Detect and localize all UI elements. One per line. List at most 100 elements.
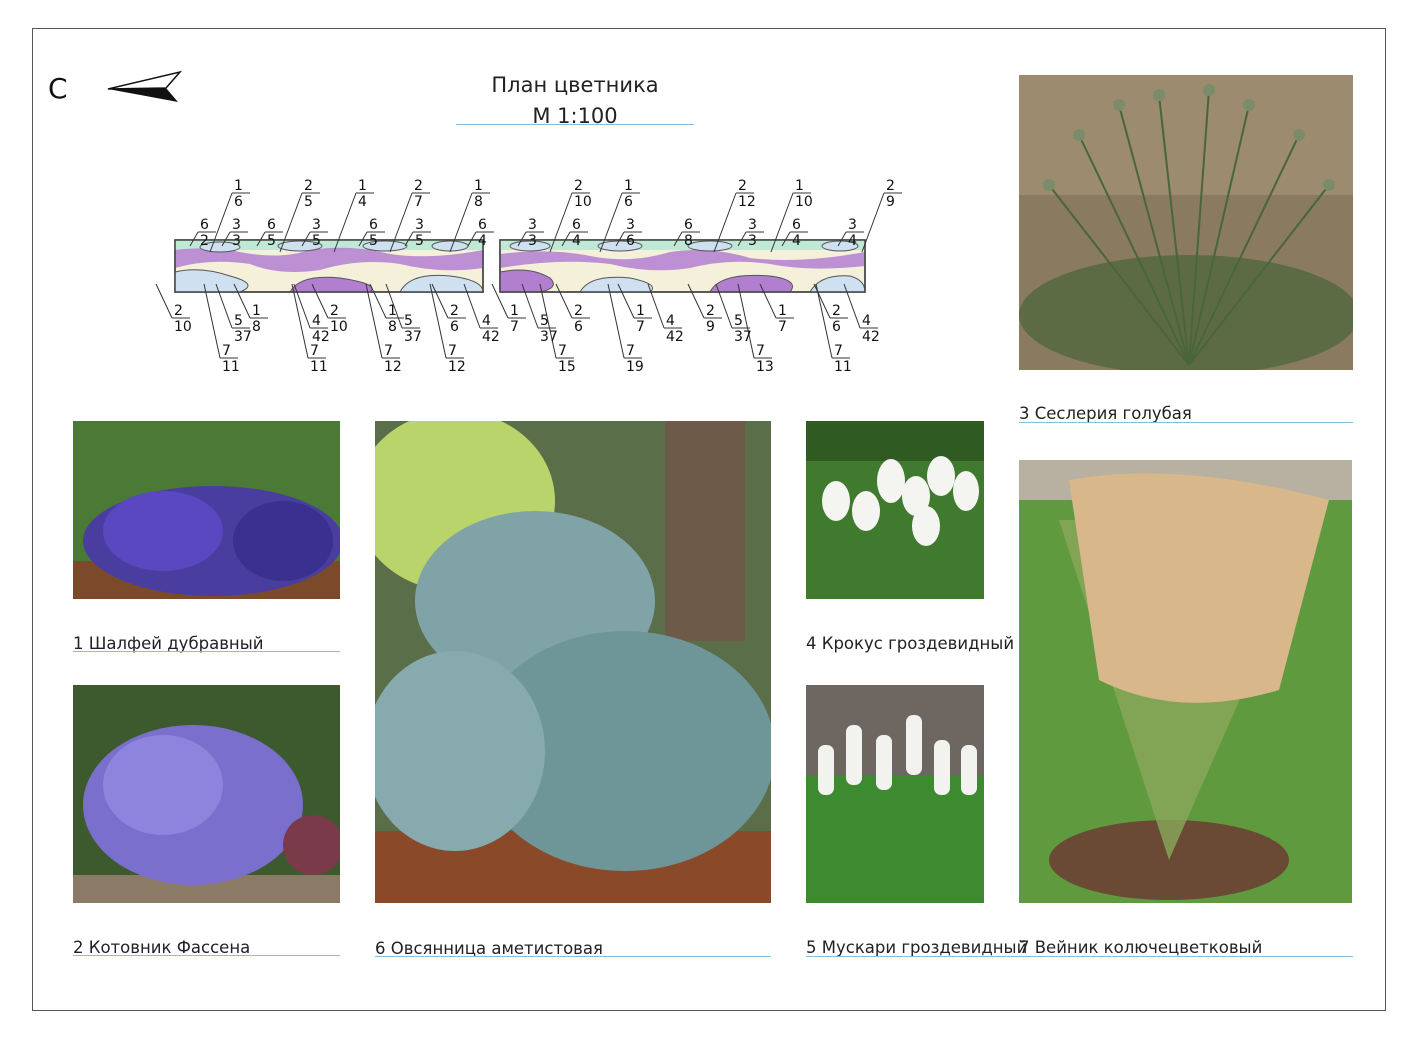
callout-leader xyxy=(209,192,233,253)
callout-plant-number: 6 xyxy=(572,217,581,233)
callout-plant-number: 2 xyxy=(450,303,459,319)
callout-plant-number: 3 xyxy=(626,217,635,233)
callout-plant-count: 6 xyxy=(234,194,243,210)
callout-leader xyxy=(404,231,414,247)
plan-callout: 27 xyxy=(414,178,423,210)
callout-plant-count: 42 xyxy=(666,329,684,345)
plan-callout: 442 xyxy=(312,313,330,345)
callout-plant-count: 8 xyxy=(474,194,483,210)
callout-plant-count: 4 xyxy=(358,194,367,210)
callout-leader xyxy=(279,192,303,253)
callout-leader xyxy=(301,231,311,247)
callout-plant-count: 11 xyxy=(222,359,240,375)
callout-plant-count: 10 xyxy=(574,194,592,210)
calamagrostis-photo xyxy=(1019,460,1352,903)
callout-plant-count: 8 xyxy=(252,319,261,335)
plan-callout: 711 xyxy=(222,343,240,375)
callout-plant-number: 2 xyxy=(304,178,313,194)
callout-leader xyxy=(781,231,791,247)
callout-plant-number: 1 xyxy=(778,303,787,319)
plan-callout: 713 xyxy=(756,343,774,375)
plan-callout: 442 xyxy=(666,313,684,345)
crocus-photo xyxy=(806,421,984,599)
callout-leader xyxy=(647,283,665,329)
callout-plant-number: 7 xyxy=(834,343,843,359)
plan-callout: 537 xyxy=(234,313,252,345)
callout-plant-number: 2 xyxy=(706,303,715,319)
callout-plant-number: 1 xyxy=(636,303,645,319)
plan-callout: 16 xyxy=(234,178,243,210)
salvia-photo xyxy=(73,421,340,599)
callout-plant-count: 6 xyxy=(450,319,459,335)
callout-plant-number: 3 xyxy=(312,217,321,233)
callout-plant-number: 7 xyxy=(626,343,635,359)
callout-plant-count: 37 xyxy=(540,329,558,345)
nepeta-photo xyxy=(73,685,340,903)
plan-callout: 712 xyxy=(384,343,402,375)
caption-salvia: 1 Шалфей дубравный xyxy=(73,634,264,653)
plan-callout: 35 xyxy=(415,217,424,249)
plan-callout-labels: 1625142718210162121102962336535653564336… xyxy=(174,178,895,375)
callout-leader xyxy=(333,192,357,253)
plan-callout: 26 xyxy=(450,303,459,335)
plan-callout: 36 xyxy=(626,217,635,249)
callout-plant-count: 10 xyxy=(174,319,192,335)
plan-callout: 537 xyxy=(404,313,422,345)
callout-plant-count: 4 xyxy=(572,233,581,249)
plan-callout: 17 xyxy=(778,303,787,335)
callout-plant-number: 1 xyxy=(510,303,519,319)
callout-leader xyxy=(463,283,481,329)
callout-leader xyxy=(358,231,368,247)
caption-underline xyxy=(806,956,1353,957)
callout-plant-count: 3 xyxy=(748,233,757,249)
callout-leader xyxy=(861,192,885,253)
callout-leader xyxy=(389,192,413,253)
caption-calamagrostis: 7 Вейник колючецветковый xyxy=(1019,938,1263,957)
callout-plant-number: 7 xyxy=(222,343,231,359)
plan-callout: 64 xyxy=(792,217,801,249)
callout-plant-count: 42 xyxy=(862,329,880,345)
caption-underline xyxy=(1019,422,1353,423)
callout-leader xyxy=(737,231,747,247)
callout-plant-number: 2 xyxy=(174,303,183,319)
plan-scale: М 1:100 xyxy=(532,104,618,128)
callout-leader xyxy=(291,283,309,359)
callout-plant-count: 5 xyxy=(304,194,313,210)
svg-text:С: С xyxy=(48,72,68,105)
plan-callout: 712 xyxy=(448,343,466,375)
callout-plant-count: 15 xyxy=(558,359,576,375)
callout-plant-number: 6 xyxy=(267,217,276,233)
callout-plant-number: 6 xyxy=(684,217,693,233)
callout-plant-count: 3 xyxy=(528,233,537,249)
callout-plant-number: 4 xyxy=(482,313,491,329)
drawing-sheet-frame xyxy=(32,28,1386,1011)
callout-plant-count: 42 xyxy=(312,329,330,345)
callout-plant-count: 5 xyxy=(267,233,276,249)
callout-leader xyxy=(449,192,473,253)
callout-plant-count: 13 xyxy=(756,359,774,375)
callout-leader xyxy=(491,283,509,319)
plan-callout: 18 xyxy=(474,178,483,210)
callout-leader xyxy=(431,283,449,319)
sesleria-photo xyxy=(1019,75,1353,370)
callout-plant-number: 1 xyxy=(358,178,367,194)
callout-plant-count: 4 xyxy=(848,233,857,249)
callout-plant-number: 6 xyxy=(792,217,801,233)
caption-underline xyxy=(73,651,340,652)
callout-plant-number: 1 xyxy=(795,178,804,194)
callout-leader xyxy=(369,283,387,319)
plan-callout: 35 xyxy=(312,217,321,249)
callout-leader xyxy=(385,283,403,329)
plan-title-name: План цветника xyxy=(491,73,659,97)
callout-leader xyxy=(539,283,557,359)
callout-plant-number: 5 xyxy=(234,313,243,329)
plan-callout: 62 xyxy=(200,217,209,249)
callout-plant-count: 3 xyxy=(232,233,241,249)
bed-right xyxy=(499,239,866,293)
callout-leader xyxy=(770,192,794,253)
callout-leader xyxy=(607,283,625,359)
plan-callout: 719 xyxy=(626,343,644,375)
callout-leader xyxy=(837,231,847,247)
plan-callout: 18 xyxy=(388,303,397,335)
callout-plant-number: 2 xyxy=(738,178,747,194)
